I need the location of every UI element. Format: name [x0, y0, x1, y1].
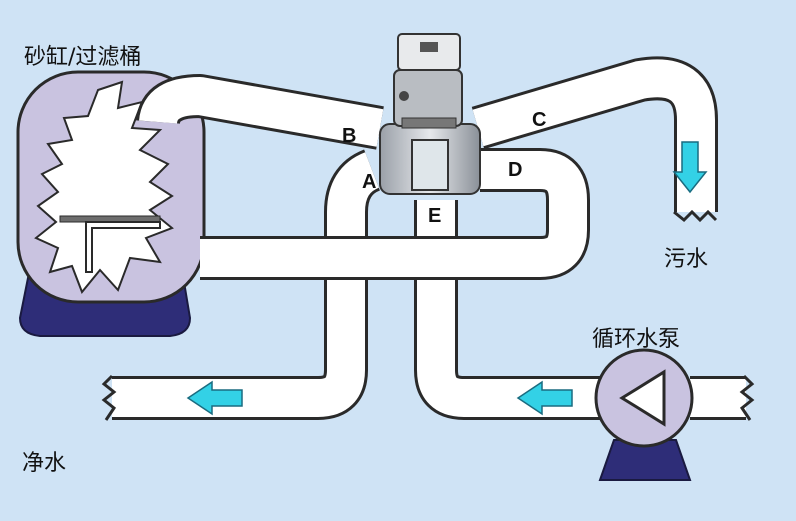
- open-end-waste: [673, 209, 718, 223]
- tank-icon: [16, 70, 206, 337]
- valve-knob: [399, 91, 409, 101]
- pipe-e: [417, 200, 600, 417]
- valve-collar: [401, 117, 457, 129]
- flow-arrow-icon: [186, 380, 243, 416]
- tank-media: [34, 80, 174, 294]
- label-filter: 砂缸/过滤桶: [24, 45, 141, 70]
- label-waste: 污水: [664, 247, 708, 272]
- pipes: [112, 56, 746, 420]
- label-pump: 循环水泵: [592, 327, 680, 352]
- pipe-b: [139, 77, 384, 147]
- open-end-pump: [739, 374, 755, 421]
- port-c: C: [532, 109, 546, 131]
- valve-window: [411, 139, 449, 191]
- flow-arrow-icon: [672, 141, 708, 194]
- pipe-a: [112, 152, 380, 417]
- flow-arrow-icon: [516, 380, 573, 416]
- pump-triangle: [619, 369, 666, 427]
- port-a: A: [362, 171, 376, 193]
- port-e: E: [428, 205, 441, 227]
- pipe-c: [472, 59, 715, 212]
- pipe-d: [200, 151, 587, 277]
- tank-standpipe: [85, 221, 161, 273]
- pipe-open-ends: [101, 209, 755, 421]
- open-end-clean: [101, 374, 117, 421]
- pump-icon: [594, 348, 694, 481]
- valve-indicator: [420, 42, 438, 52]
- flow-arrows: [186, 141, 708, 416]
- label-clean: 净水: [22, 451, 66, 476]
- port-d: D: [508, 159, 522, 181]
- port-b: B: [342, 125, 356, 147]
- multiport-valve-icon: [379, 33, 481, 195]
